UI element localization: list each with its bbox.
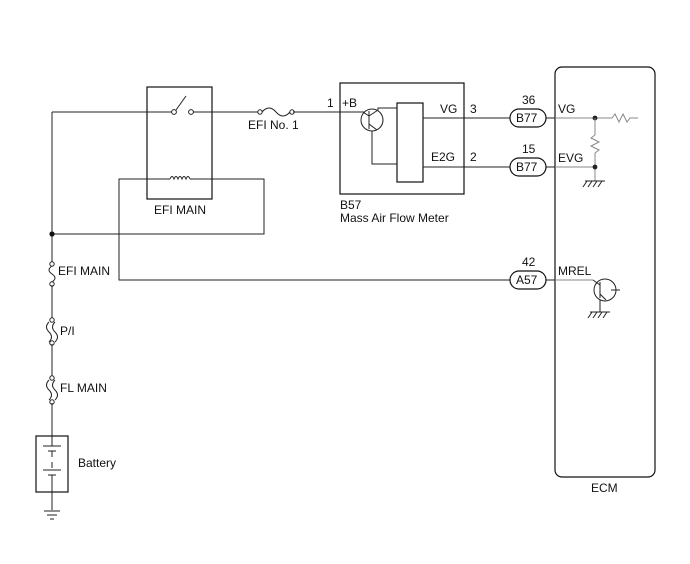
ground-icon [44, 510, 60, 520]
fusible-link-pi [46, 317, 58, 346]
connector-b77-evg-label: B77 [516, 160, 538, 174]
fuse-pi-label: P/I [60, 324, 75, 338]
fuse-efi-main-label: EFI MAIN [58, 264, 110, 278]
maf-pin2-name: E2G [431, 150, 455, 164]
junction-dot [49, 231, 55, 237]
mass-air-flow-meter [339, 82, 465, 195]
connector-a57-mrel-label: A57 [516, 273, 538, 287]
fuse-efi-no1 [257, 107, 295, 117]
ecm [554, 66, 656, 478]
relay-label: EFI MAIN [154, 203, 206, 217]
maf-pin3-num: 3 [470, 102, 477, 116]
maf-pin3-name: VG [440, 102, 457, 116]
ecm-mrel-name: MREL [558, 264, 592, 278]
maf-pin1-num: 1 [327, 96, 334, 110]
connector-a57-mrel-pin: 42 [522, 255, 536, 269]
connector-b77-vg-label: B77 [516, 111, 538, 125]
fuse-fl-main-label: FL MAIN [60, 381, 107, 395]
wires [51, 111, 555, 510]
fusible-link-fl-main [46, 375, 58, 405]
fuse-efi-main [48, 261, 56, 287]
connector-b77-vg-pin: 36 [522, 93, 536, 107]
maf-pin2-num: 2 [470, 150, 477, 164]
ecm-label: ECM [591, 481, 618, 495]
ecm-vg-name: VG [558, 102, 575, 116]
connector-b77-vg [509, 108, 547, 128]
maf-pin1-name: +B [342, 96, 357, 110]
connector-b77-evg [509, 157, 547, 177]
connector-a57-mrel [509, 270, 547, 290]
maf-code: B57 [340, 198, 362, 212]
ecm-evg-name: EVG [558, 151, 583, 165]
maf-name: Mass Air Flow Meter [340, 211, 449, 225]
battery-label: Battery [78, 456, 116, 470]
connector-b77-evg-pin: 15 [522, 142, 536, 156]
battery [35, 435, 69, 493]
fuse-efi-no1-label: EFI No. 1 [248, 118, 299, 132]
efi-main-relay [146, 86, 213, 200]
